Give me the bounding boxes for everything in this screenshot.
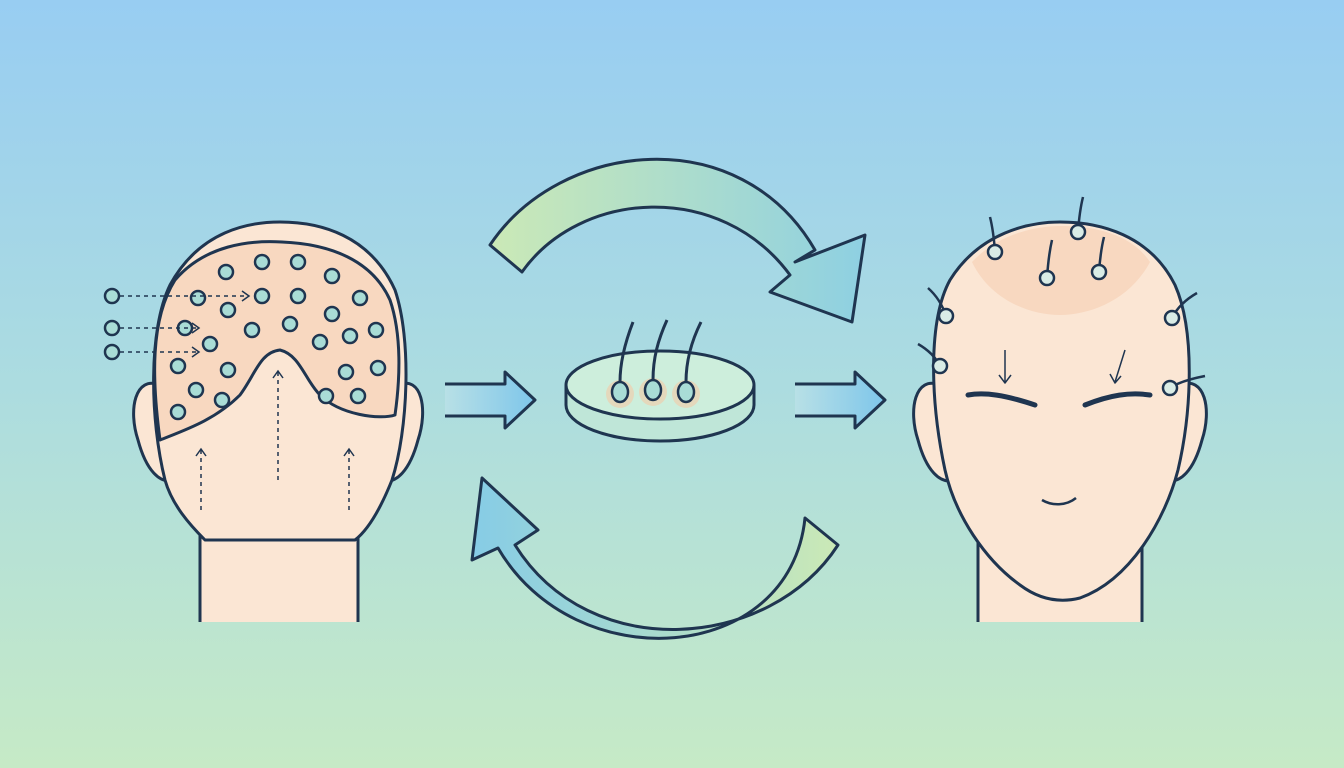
implanted-follicle xyxy=(937,307,955,325)
implanted-follicles xyxy=(917,196,1206,397)
implanted-follicle xyxy=(1163,309,1181,327)
follicle-dot xyxy=(219,301,237,319)
donor-head-back-view xyxy=(132,220,425,622)
recipient-scalp-area xyxy=(972,226,1150,315)
follicle-dot xyxy=(169,403,187,421)
implanted-follicle xyxy=(1038,269,1056,287)
follicle-dot xyxy=(311,333,329,351)
implanted-follicle xyxy=(931,357,949,375)
follicle-dot xyxy=(219,361,237,379)
follicle-dot xyxy=(217,263,235,281)
follicle-dot xyxy=(103,343,121,361)
follicle-dot xyxy=(289,287,307,305)
left-eye-closed xyxy=(965,391,1038,408)
follicle-dot xyxy=(243,321,261,339)
cultured-follicles xyxy=(606,319,703,408)
follicle-dot xyxy=(349,387,367,405)
follicle-dot xyxy=(201,335,219,353)
follicle-dot xyxy=(369,359,387,377)
face-outline xyxy=(932,220,1191,602)
arrow-to-dish xyxy=(445,370,537,430)
implanted-follicle xyxy=(1161,379,1179,397)
extraction-arrows xyxy=(120,295,350,510)
implanted-follicle xyxy=(1069,223,1087,241)
recipient-head-front-view xyxy=(912,220,1208,622)
follicle-dot xyxy=(169,357,187,375)
follicle-dot xyxy=(103,287,121,305)
follicle-dot xyxy=(187,381,205,399)
mouth xyxy=(1041,496,1077,506)
petri-dish xyxy=(564,319,756,443)
follicle-dot xyxy=(103,319,121,337)
follicle-dot xyxy=(289,253,307,271)
donor-follicles xyxy=(103,253,387,421)
follicle-dot xyxy=(253,287,271,305)
follicle-dot xyxy=(323,305,341,323)
implanted-follicle xyxy=(1090,263,1108,281)
curved-arrow-top xyxy=(488,157,867,324)
right-eye-closed xyxy=(1082,391,1153,408)
follicle-dot xyxy=(367,321,385,339)
follicle-dot xyxy=(253,253,271,271)
implanted-follicle xyxy=(986,243,1004,261)
follicle-dot xyxy=(213,391,231,409)
follicle-dot xyxy=(281,315,299,333)
follicle-dot xyxy=(341,327,359,345)
extraction-arrowheads xyxy=(191,290,355,457)
follicle-dot xyxy=(323,267,341,285)
follicle-dot xyxy=(337,363,355,381)
follicle-dot xyxy=(189,289,207,307)
arrow-to-recipient xyxy=(795,370,887,430)
curved-arrow-bottom xyxy=(470,476,840,640)
follicle-dot xyxy=(351,289,369,307)
donor-scalp-area xyxy=(153,240,401,442)
follicle-dot xyxy=(317,387,335,405)
